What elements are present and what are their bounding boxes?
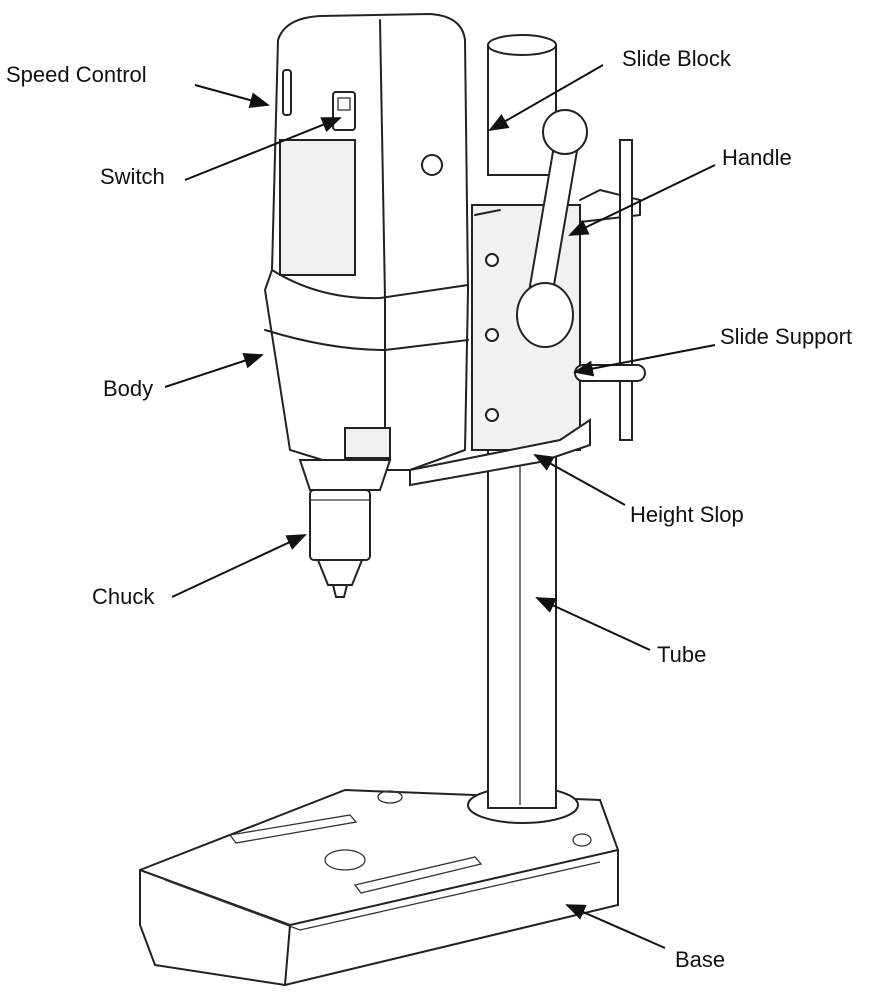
base-arrow <box>565 904 666 949</box>
speed-control-arrow <box>194 84 270 108</box>
label-body: Body <box>103 376 153 401</box>
label-slide-support: Slide Support <box>720 324 852 349</box>
switch-arrow <box>184 117 342 181</box>
label-height-slop: Height Slop <box>630 502 744 527</box>
slide-support-arrow <box>573 344 716 377</box>
label-speed-control: Speed Control <box>6 62 147 87</box>
height-slop-arrow <box>533 454 626 506</box>
chuck-arrow <box>171 534 307 598</box>
label-chuck: Chuck <box>92 584 155 609</box>
body-illustration <box>263 12 470 471</box>
body-arrow <box>164 353 264 388</box>
slide-block-arrow <box>488 64 604 131</box>
label-switch: Switch <box>100 164 165 189</box>
handle-arrow <box>568 164 716 236</box>
label-base: Base <box>675 947 725 972</box>
tube-illustration <box>487 34 557 809</box>
label-handle: Handle <box>722 145 792 170</box>
base-illustration <box>139 786 619 987</box>
chuck-illustration <box>298 459 392 598</box>
handle-illustration <box>516 109 588 348</box>
label-slide-block: Slide Block <box>622 46 732 71</box>
tube-arrow <box>535 597 651 651</box>
label-tube: Tube <box>657 642 706 667</box>
